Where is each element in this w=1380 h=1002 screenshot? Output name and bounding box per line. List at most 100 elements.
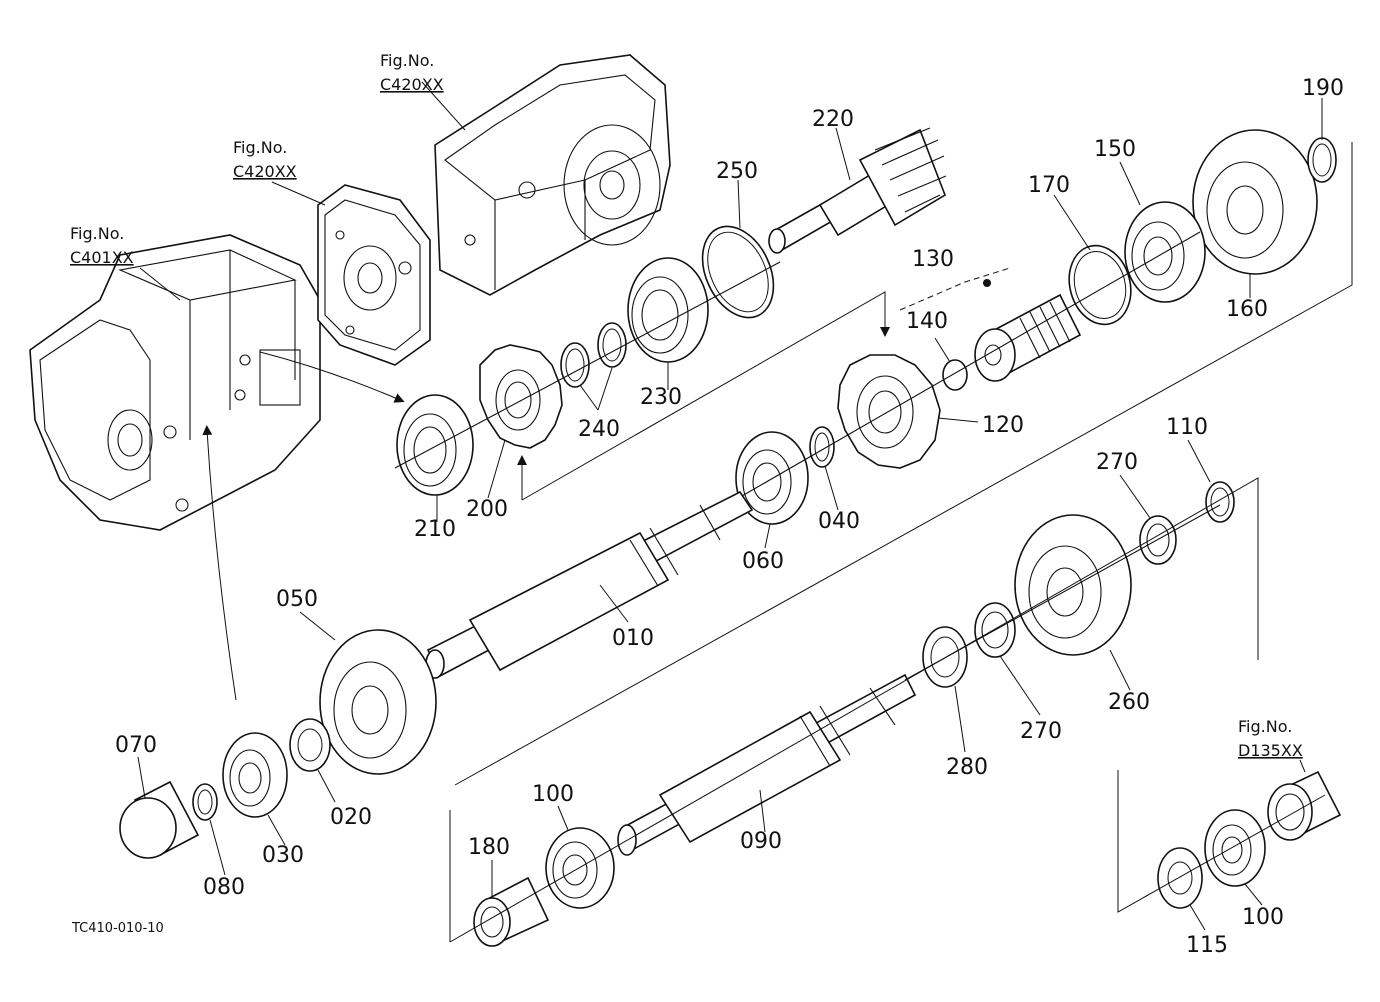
axis-mid [734, 231, 1201, 501]
leader-140 [934, 337, 951, 363]
part-label-230: 230 [640, 385, 682, 410]
leader-080 [209, 819, 226, 876]
leader-150 [1119, 161, 1141, 206]
collar-140 [942, 359, 968, 391]
leader-030 [267, 814, 286, 846]
part-label-115: 115 [1186, 933, 1228, 958]
gear-050 [319, 629, 437, 775]
shaft-090 [617, 673, 917, 856]
leader-270b [1119, 474, 1151, 519]
part-label-260: 260 [1108, 690, 1150, 715]
drawing-code: TC410-010-10 [71, 921, 164, 936]
leader-240 [579, 367, 613, 411]
fig-c420-mid-title: Fig.No. [233, 138, 287, 157]
frame-d135 [1117, 770, 1326, 913]
leader-260 [1109, 649, 1131, 691]
frame-right-upper [454, 142, 1353, 786]
ring-040 [809, 426, 835, 468]
part-label-130: 130 [912, 247, 954, 272]
part-label-020: 020 [330, 805, 372, 830]
gear-160 [1192, 129, 1318, 275]
fig-d135-code: D135XX [1238, 741, 1303, 760]
leader-020 [317, 769, 336, 803]
fig-d135-title: Fig.No. [1238, 717, 1292, 736]
part-label-070: 070 [115, 733, 157, 758]
snap-ring-250 [701, 225, 775, 319]
fig-c420-mid-code: C420XX [233, 162, 297, 181]
part-label-210: 210 [414, 517, 456, 542]
leader-010 [599, 584, 629, 623]
leader-270a [999, 655, 1041, 716]
leader-fig-c420-mid [271, 181, 326, 206]
part-label-060: 060 [742, 549, 784, 574]
housing-c420-top [434, 54, 671, 296]
part-label-030: 030 [262, 843, 304, 868]
washer-280 [922, 626, 968, 688]
leader-100a [557, 805, 569, 831]
part-label-140: 140 [906, 309, 948, 334]
part-label-190: 190 [1302, 76, 1344, 101]
leader-120 [937, 417, 979, 423]
part-label-040: 040 [818, 509, 860, 534]
dot-130 [983, 279, 991, 287]
leader-fig-c401 [139, 267, 181, 301]
leader-fig-c420-top [421, 81, 466, 131]
leader-110 [1187, 439, 1211, 483]
part-label-200: 200 [466, 497, 508, 522]
frame-lower [449, 477, 1259, 943]
housing-c420-mid [317, 184, 431, 366]
part-label-220: 220 [812, 107, 854, 132]
bearing-100b [1204, 809, 1266, 887]
needle-bearing-180 [473, 876, 550, 947]
fig-c420-top-code: C420XX [380, 75, 444, 94]
part-label-010: 010 [612, 626, 654, 651]
bearing-210 [396, 394, 474, 496]
leader-040 [824, 465, 839, 511]
part-label-080: 080 [203, 875, 245, 900]
bearing-030 [222, 732, 288, 818]
fig-c420-top-title: Fig.No. [380, 51, 434, 70]
ring-080 [192, 783, 218, 821]
part-label-160: 160 [1226, 297, 1268, 322]
part-label-090: 090 [740, 829, 782, 854]
housing-c401 [29, 234, 321, 531]
collar-d135 [1267, 770, 1342, 841]
spline-sleeve-130 [974, 293, 1082, 382]
fig-c401-title: Fig.No. [70, 224, 124, 243]
part-label-270-upper: 270 [1096, 450, 1138, 475]
part-label-170: 170 [1028, 173, 1070, 198]
part-label-240: 240 [578, 417, 620, 442]
part-label-250: 250 [716, 159, 758, 184]
washer-020 [289, 718, 331, 772]
bearing-060 [735, 431, 809, 525]
leader-fig-d135 [1299, 759, 1306, 773]
leader-200 [487, 439, 506, 499]
gear-200 [479, 344, 563, 449]
leader-070 [137, 756, 146, 799]
snap-ring-170 [1068, 244, 1132, 326]
leader-090 [759, 789, 766, 833]
washer-115 [1157, 847, 1203, 909]
leader-280 [954, 685, 966, 753]
part-label-150: 150 [1094, 137, 1136, 162]
axis-upper [394, 261, 781, 469]
leader-115 [1189, 904, 1206, 931]
part-label-100-right: 100 [1242, 905, 1284, 930]
leader-250 [737, 179, 741, 229]
part-label-120: 120 [982, 413, 1024, 438]
part-label-050: 050 [276, 587, 318, 612]
gear-260 [1014, 514, 1132, 656]
leader-170 [1053, 194, 1091, 251]
part-label-180: 180 [468, 835, 510, 860]
leader-100b [1244, 883, 1263, 906]
rings-240 [560, 322, 627, 388]
part-label-100-left: 100 [532, 782, 574, 807]
leader-060 [764, 523, 771, 549]
part-label-270-lower: 270 [1020, 719, 1062, 744]
part-label-280: 280 [946, 755, 988, 780]
arrow-housing-to-210 [259, 351, 405, 403]
snap-ring-190 [1307, 137, 1337, 183]
pinion-shaft-220 [768, 127, 947, 254]
